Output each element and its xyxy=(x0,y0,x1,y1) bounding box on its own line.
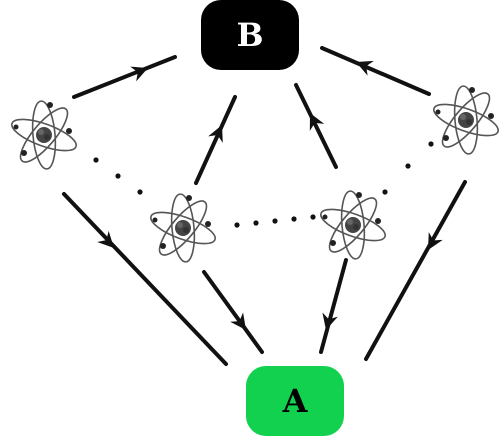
edge-atom2-to-a xyxy=(202,270,264,354)
dot xyxy=(234,222,240,228)
node-a: A xyxy=(246,366,344,436)
arrowhead-icon xyxy=(309,113,325,131)
edge-atom3-to-b xyxy=(294,83,338,169)
edge-atom4-to-a xyxy=(364,180,467,361)
edge-atom2-to-b xyxy=(194,95,237,185)
arrowhead-icon xyxy=(208,125,223,143)
edge-atom1-to-a xyxy=(62,192,228,366)
edge-atom1-to-b xyxy=(72,55,177,99)
edge-atom4-to-b xyxy=(320,46,431,96)
atom-icon xyxy=(7,99,81,171)
arrowhead-icon xyxy=(130,66,148,82)
dot xyxy=(310,214,316,220)
dot xyxy=(428,141,434,147)
arrowhead-icon xyxy=(356,60,374,76)
dot xyxy=(93,157,99,163)
dot xyxy=(405,163,411,169)
arrowhead-icon xyxy=(428,232,443,250)
arrowhead-icon xyxy=(230,312,246,330)
dot xyxy=(115,173,121,179)
atom-icon xyxy=(429,84,501,156)
arrowhead-icon xyxy=(322,312,338,330)
dot xyxy=(253,220,259,226)
dot xyxy=(137,189,143,195)
node-a-label: A xyxy=(282,382,308,420)
atom-icon xyxy=(316,189,390,261)
dot xyxy=(291,216,297,222)
atom-icon xyxy=(146,192,220,264)
dot xyxy=(382,189,388,195)
edge-atom3-to-a xyxy=(319,258,348,354)
dot xyxy=(272,218,278,224)
node-b-label: B xyxy=(236,16,264,54)
node-b: B xyxy=(201,0,299,70)
arrowhead-icon xyxy=(97,230,114,248)
